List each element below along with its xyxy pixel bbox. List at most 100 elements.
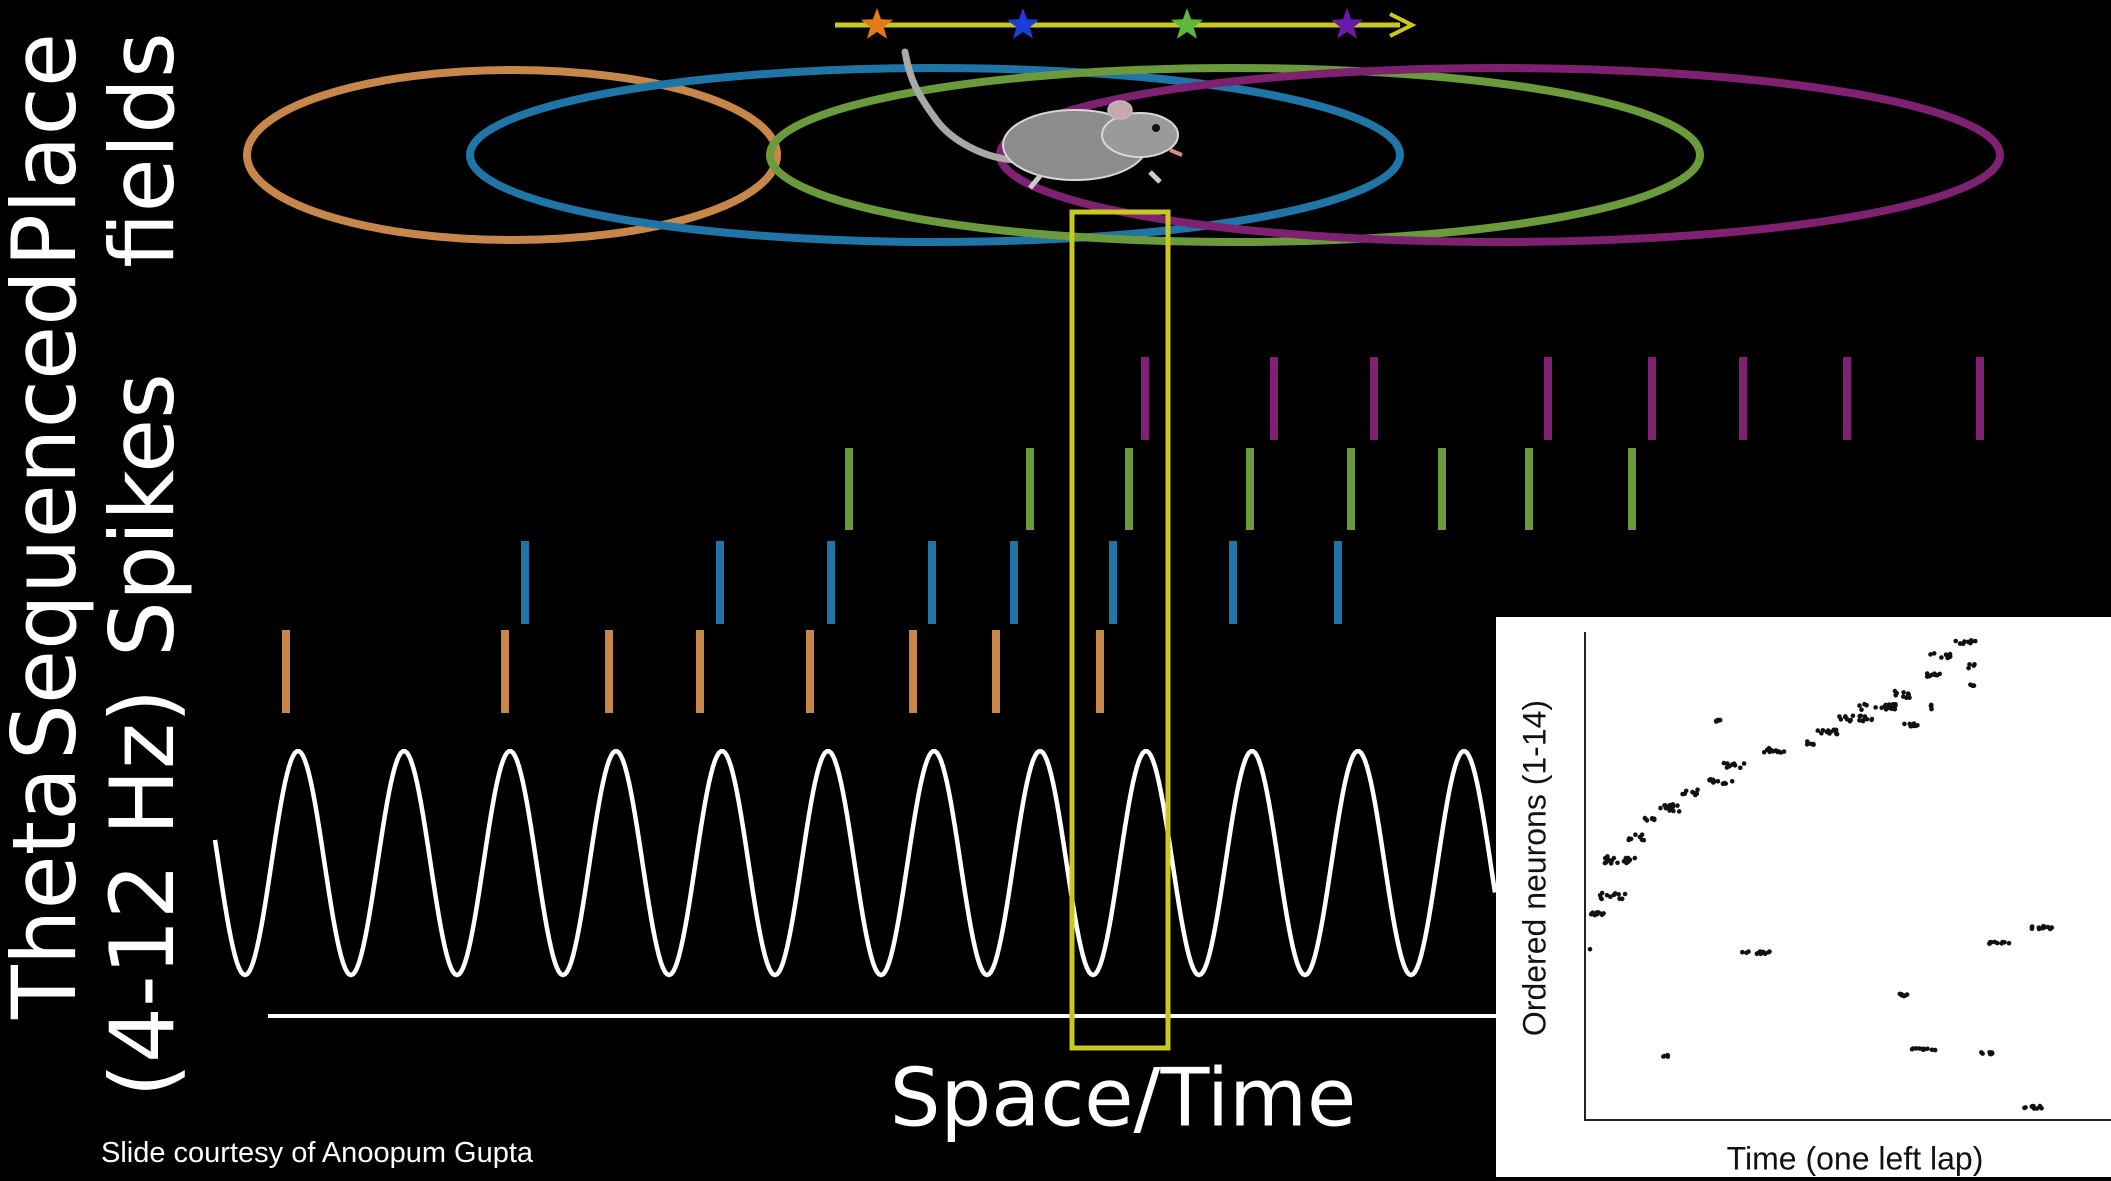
inset-spike-dot bbox=[1999, 941, 2004, 946]
inset-spike-dot bbox=[1869, 716, 1875, 722]
inset-spike-dot bbox=[1819, 731, 1824, 736]
spike-raster bbox=[282, 357, 1984, 713]
selection-window bbox=[1069, 209, 1171, 1051]
inset-spike-dot bbox=[1671, 808, 1676, 814]
inset-spike-dot bbox=[1893, 693, 1898, 698]
inset-spike-dot bbox=[1883, 707, 1889, 712]
inset-spike-dot bbox=[1628, 836, 1634, 842]
inset-spike-dot bbox=[1857, 703, 1862, 708]
inset-spike-dot bbox=[1844, 716, 1850, 722]
inset-spike-dot bbox=[1599, 896, 1604, 902]
inset-spike-dot bbox=[1859, 707, 1864, 712]
inset-spike-dot bbox=[1601, 911, 1606, 916]
place-field-orange bbox=[243, 66, 781, 244]
inset-spike-dot bbox=[1825, 728, 1831, 733]
inset-spike-dot bbox=[1632, 855, 1638, 861]
inset-spike-dot bbox=[1987, 1050, 1992, 1055]
inset-dots bbox=[1587, 638, 2055, 1111]
inset-spike-dot bbox=[1962, 639, 1967, 644]
inset-x-axis-label: Time (one left lap) bbox=[1726, 1140, 1984, 1177]
label-sequenced: Sequenced bbox=[0, 270, 96, 760]
inset-spike-dot bbox=[1605, 854, 1610, 859]
inset-spike-dot bbox=[1931, 651, 1937, 656]
inset-spike-dot bbox=[1892, 706, 1898, 712]
inset-spike-dot bbox=[1616, 892, 1621, 897]
inset-spike-dot bbox=[1946, 655, 1951, 660]
inset-spike-dot bbox=[1862, 701, 1867, 707]
inset-spike-dot bbox=[1592, 912, 1597, 918]
inset-spike-dot bbox=[1850, 713, 1856, 719]
inset-spike-dot bbox=[1612, 891, 1618, 896]
inset-spike-dot bbox=[1833, 727, 1839, 733]
inset-spike-dot bbox=[1861, 717, 1866, 723]
inset-spike-dot bbox=[1625, 855, 1631, 861]
arrow-icon bbox=[1389, 12, 1417, 38]
inset-spike-dot bbox=[1883, 702, 1889, 708]
inset-spike-dot bbox=[2006, 940, 2012, 946]
label-theta-freq: (4-12 Hz) bbox=[91, 688, 194, 1098]
inset-spike-dot bbox=[1665, 805, 1670, 811]
inset-spike-dot bbox=[1969, 639, 1974, 644]
inset-spike-dot bbox=[1815, 728, 1821, 733]
inset-spike-dot bbox=[2045, 924, 2051, 930]
inset-spike-dot bbox=[1692, 790, 1697, 796]
inset-spike-dot bbox=[1712, 779, 1717, 784]
inset-spike-dot bbox=[1762, 950, 1768, 956]
inset-spike-dot bbox=[1715, 717, 1721, 723]
track-arrow bbox=[835, 12, 1417, 38]
rat-icon bbox=[901, 48, 1183, 190]
inset-spike-dot bbox=[1642, 815, 1648, 821]
inset-spike-dot bbox=[1761, 749, 1767, 755]
inset-spike-dot bbox=[1729, 762, 1735, 767]
inset-spike-dot bbox=[1910, 1046, 1916, 1051]
inset-spike-dot bbox=[1957, 641, 1963, 646]
place-fields bbox=[243, 64, 2004, 246]
inset-spike-dot bbox=[1604, 859, 1609, 865]
inset-spike-dot bbox=[1741, 761, 1747, 766]
inset-spike-dot bbox=[1893, 703, 1898, 708]
inset-spike-dot bbox=[1857, 718, 1862, 723]
inset-spike-dot bbox=[1729, 779, 1735, 784]
star-icon bbox=[1170, 8, 1204, 39]
inset-spike-dot bbox=[2041, 924, 2047, 929]
inset-spike-dot bbox=[2036, 925, 2042, 930]
inset-spike-dot bbox=[1857, 714, 1862, 719]
inset-spike-dot bbox=[1939, 655, 1944, 660]
inset-spike-dot bbox=[1641, 837, 1647, 843]
inset-spike-dot bbox=[1811, 741, 1816, 747]
label-theta: Theta bbox=[0, 766, 96, 1020]
inset-spike-dot bbox=[1670, 802, 1676, 807]
inset-spike-dot bbox=[1971, 663, 1977, 668]
inset-spike-dot bbox=[1649, 816, 1655, 822]
credit-text: Slide courtesy of Anoopum Gupta bbox=[101, 1137, 534, 1169]
inset-spike-dot bbox=[1992, 939, 1997, 945]
x-axis-label: Space/Time bbox=[889, 1051, 1357, 1145]
inset-spike-dot bbox=[1767, 747, 1772, 753]
inset-spike-dot bbox=[1932, 1047, 1938, 1053]
inset-spike-dot bbox=[1658, 805, 1663, 811]
inset-spike-dot bbox=[1676, 809, 1682, 814]
inset-spike-dot bbox=[1862, 714, 1868, 719]
inset-spike-dot bbox=[1971, 683, 1977, 688]
star-icon bbox=[1006, 8, 1040, 39]
place-field-blue bbox=[466, 64, 1404, 246]
inset-spike-dot bbox=[1609, 858, 1615, 863]
star-icon bbox=[860, 8, 894, 39]
inset-spike-dot bbox=[1987, 941, 1992, 946]
inset-spike-dot bbox=[1928, 652, 1933, 657]
inset-spike-dot bbox=[1910, 723, 1916, 729]
star-icon bbox=[1330, 8, 1364, 39]
inset-spike-dot bbox=[1680, 791, 1685, 797]
inset-spike-dot bbox=[1953, 638, 1958, 644]
label-fields: fields bbox=[91, 32, 194, 268]
track-stars bbox=[860, 8, 1364, 39]
inset-spike-dot bbox=[1615, 860, 1620, 866]
inset-spike-dot bbox=[2022, 1105, 2027, 1111]
inset-spike-dot bbox=[1662, 803, 1667, 808]
inset-spike-dot bbox=[1767, 949, 1772, 954]
inset-axes bbox=[1584, 632, 2111, 1121]
inset-spike-dot bbox=[1838, 717, 1844, 722]
inset-spike-dot bbox=[1902, 721, 1907, 727]
inset-spike-dot bbox=[1721, 760, 1727, 766]
